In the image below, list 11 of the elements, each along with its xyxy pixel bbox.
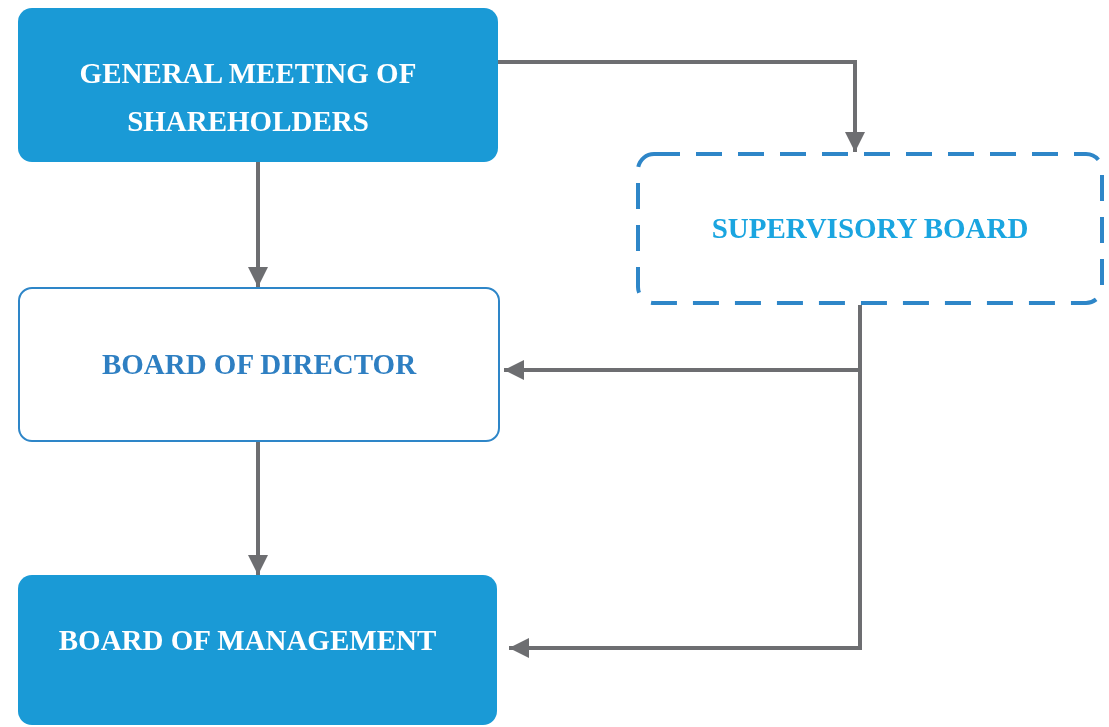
process-box xyxy=(18,8,498,162)
process-box xyxy=(18,575,497,725)
node-label: BOARD OF MANAGEMENT xyxy=(58,623,437,658)
arrow xyxy=(248,162,268,287)
dashed-box xyxy=(636,152,1104,305)
node-label: GENERAL MEETING OF SHAREHOLDERS xyxy=(78,56,418,139)
process-box xyxy=(18,287,500,442)
node-label: SUPERVISORY BOARD xyxy=(711,210,1029,246)
node-label: BOARD OF DIRECTOR xyxy=(101,346,417,382)
arrow xyxy=(248,442,268,575)
arrow xyxy=(498,60,865,152)
